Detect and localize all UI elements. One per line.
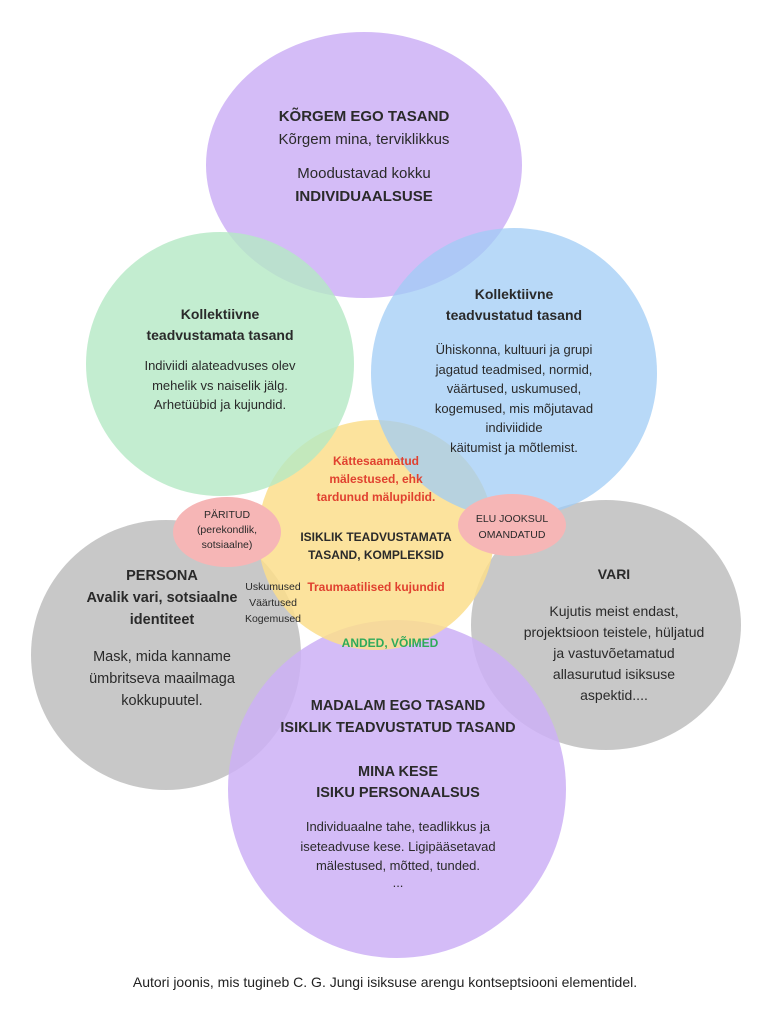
center-red3: tardunud mälupildid.: [316, 490, 436, 504]
circle-bottom-ego: [228, 620, 566, 958]
figure-caption: Autori joonis, mis tugineb C. G. Jungi i…: [132, 974, 638, 990]
center-red1: Kättesaamatud: [332, 454, 420, 468]
top-subtitle: Kõrgem mina, terviklikkus: [278, 130, 450, 148]
persona-b2: ümbritseva maailmaga: [89, 671, 235, 687]
bottom-text-block: MADALAM EGO TASAND ISIKLIK TEADVUSTATUD …: [250, 696, 546, 889]
top-title: KÕRGEM EGO TASAND: [278, 108, 450, 125]
circle-right-blue: [371, 228, 657, 518]
pink-oval-left: [173, 497, 281, 567]
small-list-item: Väärtused: [249, 596, 297, 609]
green-body3: Arhetüübid ja kujundid.: [153, 397, 287, 412]
pink-left-l2: (perekondlik,: [196, 524, 258, 537]
small-list-item: Uskumused: [245, 581, 301, 593]
blue-text-block: Kollektiivne teadvustatud tasand Ühiskon…: [385, 284, 643, 457]
pink-oval-right: [458, 494, 566, 556]
small-list: Uskumused Väärtused Kogemused: [238, 580, 308, 627]
vari-b1: Kujutis meist endast,: [549, 603, 679, 619]
center-title-block: ISIKLIK TEADVUSTAMATA TASAND, KOMPLEKSID: [276, 528, 476, 564]
bottom-t2: ISIKLIK TEADVUSTATUD TASAND: [280, 719, 516, 736]
green-title1: Kollektiivne: [180, 306, 260, 322]
bottom-b1: Individuaalne tahe, teadlikkus ja: [305, 819, 491, 834]
blue-body3: väärtused, uskumused,: [446, 381, 582, 396]
pink-left-l3: sotsiaalne): [201, 539, 253, 552]
vari-b4: allasurutud isiksuse: [552, 666, 676, 682]
vari-b5: aspektid....: [580, 687, 648, 703]
persona-b1: Mask, mida kanname: [93, 649, 231, 666]
green-body1: Indiviidi alateadvuses olev: [144, 358, 296, 373]
vari-b2: projektsioon teistele, hüljatud: [523, 624, 705, 640]
persona-t3: identiteet: [129, 611, 195, 628]
bottom-b2: iseteadvuse kese. Ligipääsetavad: [300, 838, 496, 854]
blue-body2: jagatud teadmised, normid,: [435, 361, 593, 377]
blue-body5: indiviidide: [485, 420, 543, 435]
blue-title1: Kollektiivne: [474, 286, 554, 302]
bottom-b3: mälestused, mõtted, tunded.: [315, 858, 481, 873]
persona-text-block: PERSONA Avalik vari, sotsiaalne identite…: [60, 566, 264, 713]
blue-body6: käitumist ja mõtlemist.: [450, 439, 578, 455]
persona-t2: Avalik vari, sotsiaalne: [86, 589, 238, 606]
top-text-block: KÕRGEM EGO TASAND Kõrgem mina, terviklik…: [206, 106, 522, 208]
pink-right-l2: OMANDATUD: [478, 528, 546, 541]
persona-t1: PERSONA: [126, 568, 198, 584]
center-red4: Traumaatilised kujundid: [307, 580, 445, 594]
center-green: ANDED, VÕIMED: [341, 636, 439, 650]
bottom-t3: MINA KESE: [357, 763, 439, 780]
top-line3: Moodustavad kokku: [297, 165, 431, 182]
blue-title2: teadvustatud tasand: [445, 307, 583, 323]
circle-left-green: [86, 232, 354, 496]
blue-body1: Ühiskonna, kultuuri ja grupi: [435, 342, 593, 357]
center-title2: TASAND, KOMPLEKSID: [308, 548, 444, 562]
small-list-item: Kogemused: [244, 612, 302, 625]
green-title2: teadvustamata tasand: [146, 327, 294, 343]
center-red2: mälestused, ehk: [329, 472, 423, 486]
blue-body4: kogemused, mis mõjutavad: [434, 400, 594, 416]
bottom-t4: ISIKU PERSONAALSUS: [316, 785, 480, 802]
persona-b3: kokkupuutel.: [121, 692, 203, 709]
green-body2: mehelik vs naiselik jälg.: [152, 377, 288, 393]
center-title1: ISIKLIK TEADVUSTAMATA: [300, 530, 452, 544]
center-red-block: Kättesaamatud mälestused, ehk tardunud m…: [286, 452, 466, 506]
vari-b3: ja vastuvõetamatud: [553, 645, 675, 661]
vari-title: VARI: [597, 566, 631, 582]
vari-text-block: VARI Kujutis meist endast, projektsioon …: [500, 564, 728, 706]
bottom-b4: ...: [392, 874, 404, 890]
bottom-t1: MADALAM EGO TASAND: [310, 698, 486, 714]
pink-left-l1: PÄRITUD: [203, 509, 251, 521]
pink-right-l1: ELU JOOKSUL: [475, 513, 549, 525]
pink-left-text: PÄRITUD (perekondlik, sotsiaalne): [173, 508, 281, 554]
pink-right-text: ELU JOOKSUL OMANDATUD: [458, 512, 566, 544]
green-text-block: Kollektiivne teadvustamata tasand Indivi…: [100, 304, 340, 415]
top-line4: INDIVIDUAALSUSE: [295, 187, 433, 205]
